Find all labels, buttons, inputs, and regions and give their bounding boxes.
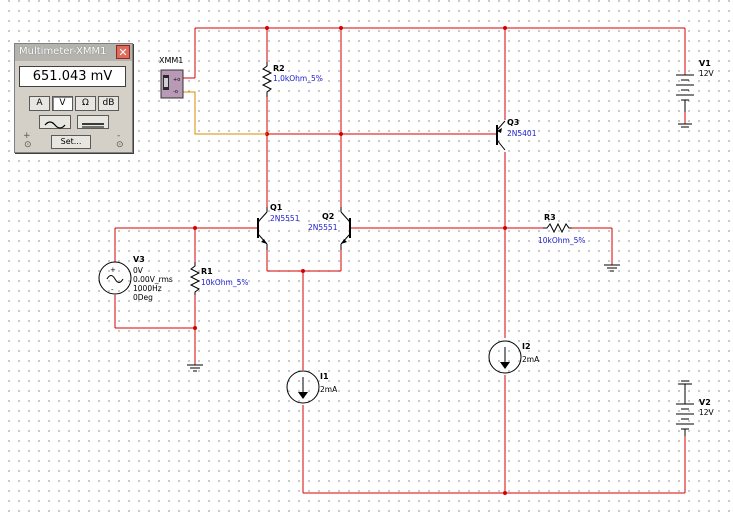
q3-ref: Q3 — [507, 118, 519, 127]
i1-value: 2mA — [320, 385, 338, 394]
v3-param-0: 0V — [133, 266, 144, 275]
v3-param-3: 0Deg — [133, 293, 153, 302]
q2-ref: Q2 — [322, 212, 334, 221]
multimeter-titlebar[interactable]: Multimeter-XMM1 ✕ — [15, 44, 132, 61]
set-button[interactable]: Set... — [51, 135, 91, 149]
ground-r3 — [604, 264, 620, 272]
q1-ref: Q1 — [270, 203, 283, 212]
q2-model: 2N5551 — [308, 223, 338, 232]
junction-dot — [503, 26, 507, 30]
junction-dot — [193, 326, 197, 330]
transistor-q1[interactable]: Q1 2N5551 — [257, 203, 300, 250]
ohmmeter-mode-button[interactable]: Ω — [75, 96, 96, 111]
multimeter-title: Multimeter-XMM1 — [19, 46, 107, 57]
svg-text:+: + — [110, 266, 116, 274]
junction-dot — [301, 269, 305, 273]
r1-value: 10kOhm_5% — [201, 278, 249, 287]
plus-terminal-icon[interactable]: ⊙ — [24, 140, 32, 150]
plus-terminal-label: + — [23, 131, 31, 141]
junction-dot — [503, 491, 507, 495]
xmm-minus-probe-wire[interactable] — [183, 91, 267, 135]
dc-mode-button[interactable] — [77, 115, 109, 129]
decibel-mode-button[interactable]: dB — [98, 96, 119, 111]
xmm1-plus-pin: +o — [173, 77, 180, 83]
current-source-i2[interactable]: I2 2mA — [488, 340, 540, 374]
v2-value: 12V — [699, 408, 715, 417]
voltmeter-mode-button[interactable]: V — [52, 96, 73, 111]
i2-ref: I2 — [522, 342, 531, 351]
r3-ref: R3 — [544, 213, 556, 222]
r2-ref: R2 — [273, 64, 285, 73]
v2-ref: V2 — [699, 398, 711, 407]
resistor-r1[interactable]: R1 10kOhm_5% — [189, 262, 249, 295]
v3-param-2: 1000Hz — [133, 284, 162, 293]
ac-source-v3[interactable]: + - V3 0V 0.00V_rms 1000Hz 0Deg — [98, 255, 173, 302]
xmm1-minus-pin: -o — [173, 89, 178, 95]
v3-param-1: 0.00V_rms — [133, 275, 173, 284]
current-source-i1[interactable]: I1 2mA — [286, 370, 338, 404]
resistor-r3[interactable]: R3 10kOhm_5% — [538, 213, 586, 245]
transistor-q3[interactable]: Q3 2N5401 — [496, 118, 537, 151]
ground-r1 — [187, 364, 203, 372]
battery-v1[interactable]: V1 12V — [676, 59, 715, 128]
xmm1-label: XMM1 — [159, 56, 183, 65]
transistor-q2[interactable]: Q2 2N5551 — [308, 207, 351, 250]
current-source-arrow-icon — [286, 370, 320, 404]
junction-dot — [193, 226, 197, 230]
multimeter-panel[interactable]: Multimeter-XMM1 ✕ 651.043 mV A V Ω dB + … — [14, 43, 133, 153]
ac-mode-button[interactable] — [39, 115, 71, 129]
multimeter-reading: 651.043 mV — [19, 66, 126, 87]
svg-text:-: - — [111, 286, 114, 294]
junction-dot — [339, 26, 343, 30]
close-icon[interactable]: ✕ — [116, 45, 130, 59]
resistor-r2[interactable]: R2 1.0kOhm_5% — [261, 62, 323, 97]
xmm1-instrument[interactable]: XMM1 +o -o — [159, 56, 195, 99]
minus-terminal-icon[interactable]: ⊙ — [116, 140, 124, 150]
wires — [114, 26, 686, 495]
r2-value: 1.0kOhm_5% — [273, 74, 323, 83]
current-source-arrow-icon — [488, 340, 522, 374]
sine-wave-icon — [44, 121, 66, 129]
junction-dot — [265, 26, 269, 30]
i1-ref: I1 — [320, 372, 329, 381]
dc-line-icon — [82, 123, 104, 128]
v3-ref: V3 — [133, 255, 145, 264]
battery-v2[interactable]: V2 12V — [676, 380, 715, 436]
q3-model: 2N5401 — [507, 129, 537, 138]
junction-dot — [339, 132, 343, 136]
junction-dot — [503, 226, 507, 230]
minus-terminal-label: - — [117, 131, 121, 141]
v1-ref: V1 — [699, 59, 711, 68]
v1-value: 12V — [699, 69, 715, 78]
i2-value: 2mA — [522, 355, 540, 364]
ammeter-mode-button[interactable]: A — [29, 96, 50, 111]
q1-model: 2N5551 — [270, 214, 300, 223]
r1-ref: R1 — [201, 267, 213, 276]
ac-sine-source-icon — [98, 261, 132, 295]
r3-value: 10kOhm_5% — [538, 236, 586, 245]
